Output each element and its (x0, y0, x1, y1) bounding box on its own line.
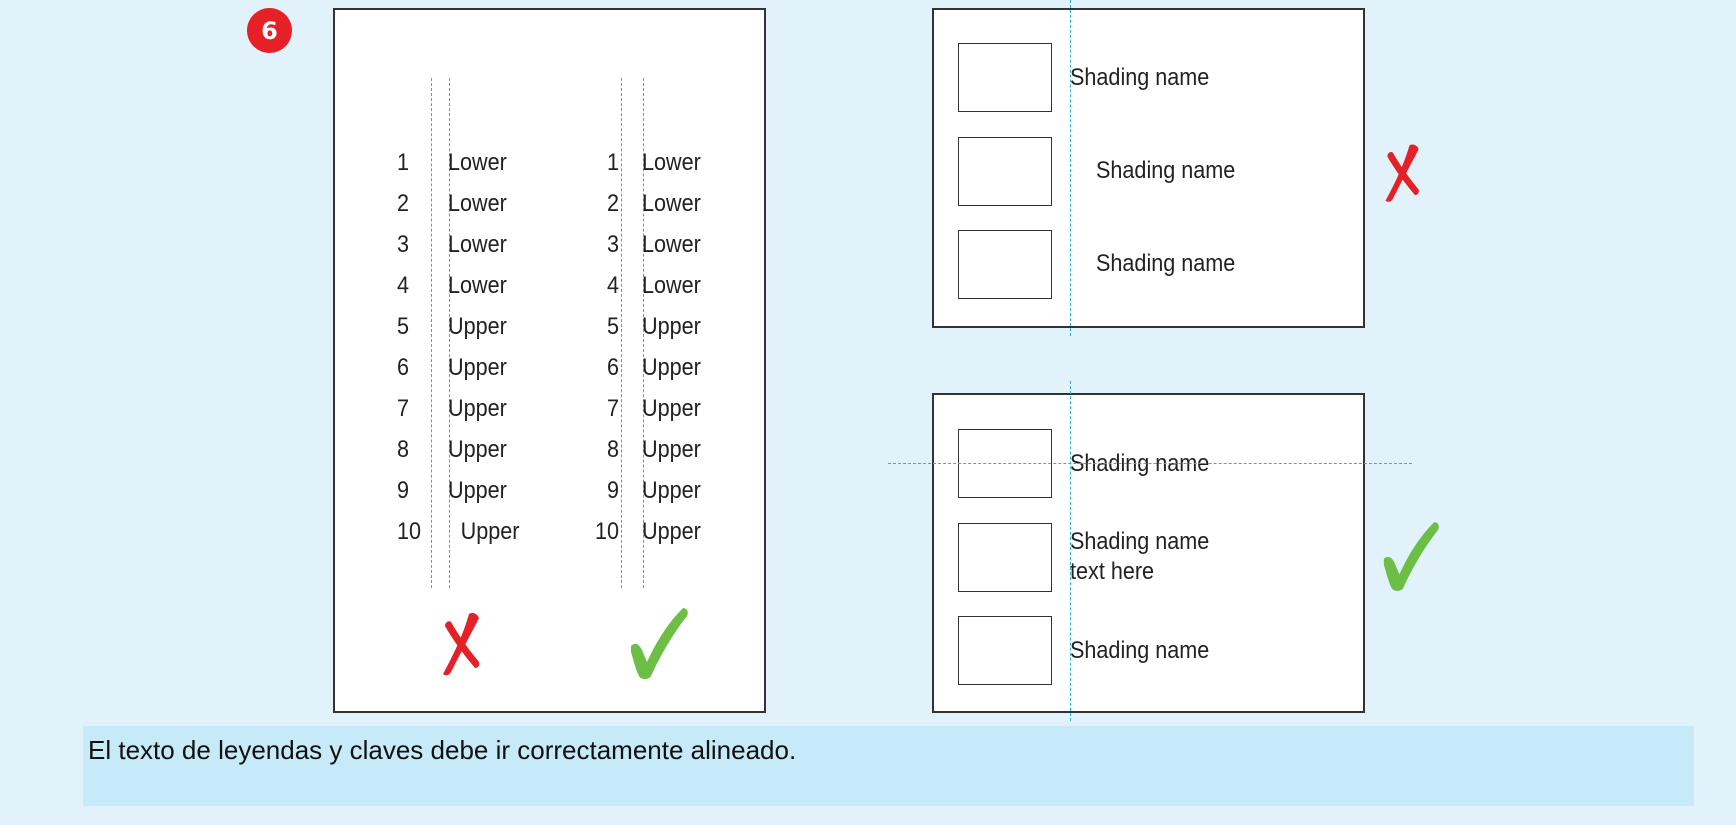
shading-swatch (958, 616, 1052, 685)
list-number: 3 (397, 231, 410, 258)
list-number: 5 (397, 313, 410, 340)
list-label: Lower (448, 272, 507, 299)
shading-swatch (958, 523, 1052, 592)
list-number: 9 (397, 477, 410, 504)
alignment-guide (449, 78, 450, 588)
list-label: Upper (448, 477, 507, 504)
list-number: 6 (606, 354, 619, 381)
list-number: 4 (397, 272, 410, 299)
list-label: Upper (642, 436, 701, 463)
alignment-guide (621, 78, 622, 588)
list-label: Lower (642, 149, 701, 176)
list-label: Upper (642, 395, 701, 422)
shading-swatch (958, 137, 1052, 206)
list-number: 2 (606, 190, 619, 217)
list-number: 8 (606, 436, 619, 463)
misaligned-key-panel: Shading name Shading name Shading name (932, 8, 1365, 328)
list-label: Lower (448, 231, 507, 258)
list-label: Lower (642, 231, 701, 258)
shading-swatch (958, 43, 1052, 112)
list-label: Upper (448, 354, 507, 381)
list-label: Upper (448, 436, 507, 463)
list-number: 7 (606, 395, 619, 422)
shading-swatch (958, 230, 1052, 299)
list-label: Upper (448, 313, 507, 340)
key-label: text here (1070, 558, 1155, 585)
list-number: 2 (397, 190, 410, 217)
numbered-list-panel: 1 2 3 4 5 6 7 8 9 10 Lower Lower Lower L… (333, 8, 766, 713)
list-label: Upper (460, 518, 520, 545)
list-label: Lower (448, 149, 507, 176)
list-number: 7 (397, 395, 410, 422)
caption-bar (83, 726, 1694, 806)
list-number: 10 (397, 518, 422, 545)
aligned-key-panel: Shading name Shading name text here Shad… (932, 393, 1365, 713)
aligned-label-column: Lower Lower Lower Lower Upper Upper Uppe… (642, 142, 701, 552)
key-label: Shading name (1096, 157, 1236, 184)
key-label: Shading name (1070, 637, 1210, 664)
check-mark-icon (1383, 522, 1439, 591)
list-number: 9 (606, 477, 619, 504)
list-number: 1 (606, 149, 619, 176)
list-label: Lower (642, 190, 701, 217)
alignment-guide (1070, 0, 1071, 336)
misaligned-number-column: 1 2 3 4 5 6 7 8 9 10 (397, 142, 421, 552)
list-label: Upper (642, 313, 701, 340)
list-label: Upper (642, 518, 701, 545)
list-number: 1 (397, 149, 410, 176)
misaligned-label-column: Lower Lower Lower Lower Upper Upper Uppe… (448, 142, 519, 552)
list-number: 8 (397, 436, 410, 463)
cross-mark-icon (443, 613, 480, 676)
list-number: 6 (397, 354, 410, 381)
key-label: Shading name (1070, 528, 1210, 555)
key-label: Shading name (1096, 250, 1236, 277)
caption: El texto de leyendas y claves debe ir co… (88, 735, 797, 765)
key-label: Shading name (1070, 64, 1210, 91)
list-number: 4 (606, 272, 619, 299)
key-label: Shading name (1070, 450, 1210, 477)
check-mark-icon (631, 608, 688, 679)
list-number: 5 (606, 313, 619, 340)
alignment-guide (888, 463, 1412, 464)
step-number-badge: 6 (247, 8, 292, 53)
list-number: 10 (594, 518, 619, 545)
list-number: 3 (606, 231, 619, 258)
aligned-number-column: 1 2 3 4 5 6 7 8 9 10 (569, 142, 619, 552)
list-label: Upper (642, 477, 701, 504)
cross-mark-icon (1385, 144, 1419, 202)
list-label: Upper (448, 395, 507, 422)
list-label: Upper (642, 354, 701, 381)
list-label: Lower (448, 190, 507, 217)
list-label: Lower (642, 272, 701, 299)
alignment-guide (1070, 381, 1071, 721)
alignment-guide (431, 78, 432, 588)
alignment-guide (643, 78, 644, 588)
